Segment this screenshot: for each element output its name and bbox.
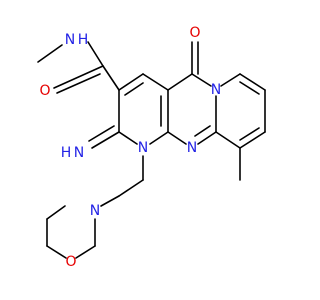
bond-c9-c11a	[215, 131, 241, 149]
o-morph-symbol: O	[65, 254, 76, 270]
amide-o-symbol: O	[39, 83, 50, 99]
bond-c6-c7-double	[239, 73, 266, 95]
atom-label-layer: N H O O H N N N N N O	[39, 25, 221, 270]
bond-layer	[37, 41, 266, 259]
imine-h-symbol: H	[61, 145, 72, 161]
bond-n1-c10a	[149, 131, 169, 145]
bond-nh-carbonyl	[87, 41, 104, 67]
n-bridge-symbol: N	[187, 140, 197, 156]
bond-c11a-nbridge-double	[194, 125, 217, 145]
bond-c2-n1	[118, 131, 138, 145]
atom-n-morpholine: N	[90, 203, 100, 219]
atom-o-morpholine: O	[65, 254, 76, 270]
atom-n1: N	[138, 140, 148, 156]
bond-c4a-c5	[167, 73, 193, 91]
amide-h-symbol: H	[78, 32, 89, 48]
atom-imine: H N	[61, 145, 85, 161]
bond-ch2-ch2	[118, 179, 144, 197]
bond-nbridge-c10a	[167, 131, 187, 145]
bond-c4-c4a	[142, 73, 169, 91]
bond-c-right-o	[75, 245, 96, 259]
bond-methyl-nh	[37, 44, 63, 63]
bond-c8-c9-double	[239, 127, 266, 149]
bond-c5-npyr	[191, 73, 212, 87]
bond-c2-imine-double	[88, 125, 120, 149]
atom-amide-nh: N H	[65, 32, 89, 48]
ketone-o-symbol: O	[189, 25, 200, 41]
n-morph-symbol: N	[90, 203, 100, 219]
bond-carbonyl-ring	[102, 65, 120, 91]
n-pyr-symbol: N	[211, 82, 221, 98]
atom-ketone-o: O	[189, 25, 200, 41]
bond-o-c-left	[46, 245, 67, 259]
imine-n-symbol: N	[74, 145, 84, 161]
atom-n-bridge: N	[187, 140, 197, 156]
bond-ch2-nmorph	[100, 195, 120, 207]
n1-symbol: N	[138, 140, 148, 156]
amide-n-symbol: N	[65, 32, 75, 48]
bond-carbonyl-o-double	[53, 65, 104, 94]
atom-n-pyridinium: N	[211, 82, 221, 98]
bond-npyr-c6	[220, 73, 241, 87]
atom-amide-o: O	[39, 83, 50, 99]
molecule-structure-diagram: N H O O H N N N N N O	[37, 25, 266, 270]
bond-c-left-top-nmorph	[46, 205, 66, 220]
bond-c5-o-double	[191, 41, 199, 75]
bond-c3-c4-double	[118, 73, 144, 96]
bond-c10a-c4a-double	[160, 89, 169, 133]
